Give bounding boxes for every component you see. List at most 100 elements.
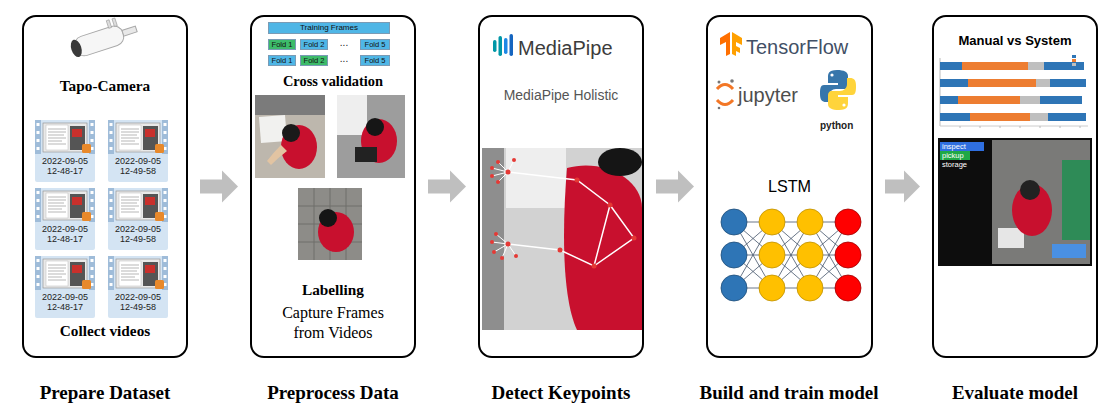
tensorflow-logo <box>732 32 742 56</box>
stage-text: MediaPipe Holistic <box>480 87 642 104</box>
keypoint-photo <box>490 174 494 178</box>
comparison-chart <box>940 126 1088 127</box>
keypoint-photo <box>500 256 504 260</box>
keypoint-photo <box>514 254 518 258</box>
keypoint-photo <box>492 250 496 254</box>
frame-photo <box>337 95 405 178</box>
frame-photo <box>255 95 325 178</box>
keypoint-photo <box>598 148 642 176</box>
neural-network <box>797 275 823 301</box>
video-thumbnails <box>108 256 168 318</box>
chip-label: Fold 2 <box>304 57 325 65</box>
comparison-chart <box>1072 55 1076 58</box>
neural-network <box>797 242 823 268</box>
comparison-chart <box>1050 79 1086 87</box>
python-logo <box>820 70 856 110</box>
keypoint-photo <box>496 180 500 184</box>
system-screenshot <box>1052 244 1086 258</box>
jupyter-logo <box>717 85 733 90</box>
process-stage: Manual vs SystemEvaluate model <box>932 15 1098 358</box>
mediapipe-logo <box>493 34 513 56</box>
comparison-chart <box>968 79 1036 87</box>
fold-chip: Fold 5 <box>360 55 390 66</box>
frame-photo <box>298 188 362 260</box>
frame-photo <box>267 145 287 165</box>
camera-icon <box>106 20 111 29</box>
system-screenshot <box>938 138 1092 266</box>
keypoint-photo <box>496 160 500 164</box>
timestamp-caption: 2022-09-05 12-49-58 <box>110 292 166 313</box>
stage-text: Tapo-Camera <box>24 77 186 95</box>
frame-photo <box>255 95 325 178</box>
stage-text: MediaPipe <box>518 36 613 60</box>
comparison-chart <box>940 113 970 121</box>
comparison-chart <box>1072 59 1076 62</box>
neural-network <box>721 275 747 301</box>
video-thumbnails <box>108 120 168 182</box>
process-stage: MediaPipeMediaPipe HolisticDetect Keypoi… <box>478 15 644 358</box>
system-screenshot <box>992 140 1090 264</box>
ellipsis-mark: ... <box>330 37 358 49</box>
video-thumbnails <box>35 120 95 182</box>
frame-photo <box>281 125 317 169</box>
comparison-chart <box>940 79 968 87</box>
chip-label: Fold 1 <box>272 41 293 49</box>
activity-tag: pickup <box>942 152 964 160</box>
mediapipe-logo <box>499 36 503 56</box>
video-thumbnails <box>108 188 168 250</box>
comparison-chart <box>1048 113 1086 121</box>
comparison-chart <box>1036 79 1050 87</box>
stage-text: Manual vs System <box>934 33 1096 49</box>
timestamp-caption: 2022-09-05 12-48-17 <box>37 224 93 245</box>
frames-bar: Training Frames <box>268 22 390 34</box>
stage-text: Capture Frames from Videos <box>268 303 398 343</box>
keypoint-photo <box>508 172 634 266</box>
timestamp-caption: 2022-09-05 12-49-58 <box>110 224 166 245</box>
keypoint-photo <box>608 203 613 208</box>
system-screenshot <box>938 138 1092 266</box>
neural-network <box>721 209 861 301</box>
camera-icon <box>69 38 84 58</box>
keypoint-photo <box>575 178 580 183</box>
video-thumbnails <box>35 120 168 318</box>
mediapipe-logo <box>493 40 497 52</box>
python-logo <box>830 73 833 76</box>
keypoint-photo <box>506 170 511 175</box>
keypoint-photo <box>482 148 642 330</box>
chip-label: Fold 1 <box>272 57 293 65</box>
system-screenshot <box>940 142 984 151</box>
fold-chip: Fold 2 <box>300 39 328 50</box>
neural-network <box>721 242 747 268</box>
comparison-chart <box>970 113 1030 121</box>
stage-heading: Detect Keypoints <box>438 382 684 405</box>
frame-photo <box>366 118 384 136</box>
stage-text: jupyter <box>738 83 798 107</box>
neural-network <box>835 242 861 268</box>
activity-tag: storage <box>942 161 967 169</box>
stage-heading: Build and train model <box>666 382 912 405</box>
comparison-chart <box>940 96 958 104</box>
activity-tag: inspect <box>942 143 966 151</box>
comparison-chart <box>960 126 1080 128</box>
keypoint-photo <box>482 148 504 330</box>
stage-text: Labelling <box>252 281 414 299</box>
keypoint-photo <box>494 232 498 236</box>
neural-network <box>759 242 785 268</box>
stage-heading: Evaluate model <box>892 382 1108 405</box>
keypoint-photo <box>490 166 494 170</box>
camera-icon <box>112 18 117 27</box>
jupyter-logo <box>717 79 734 109</box>
keypoint-photo <box>492 160 514 182</box>
comparison-chart <box>958 96 1020 104</box>
mediapipe-logo <box>504 38 508 54</box>
fold-chip: Fold 1 <box>268 39 296 50</box>
fold-chip: Fold 5 <box>360 39 390 50</box>
stage-text: TensorFlow <box>746 35 848 59</box>
system-screenshot <box>1020 180 1040 200</box>
neural-network <box>797 209 823 235</box>
python-logo <box>828 78 856 110</box>
keypoint-photo <box>490 158 637 269</box>
